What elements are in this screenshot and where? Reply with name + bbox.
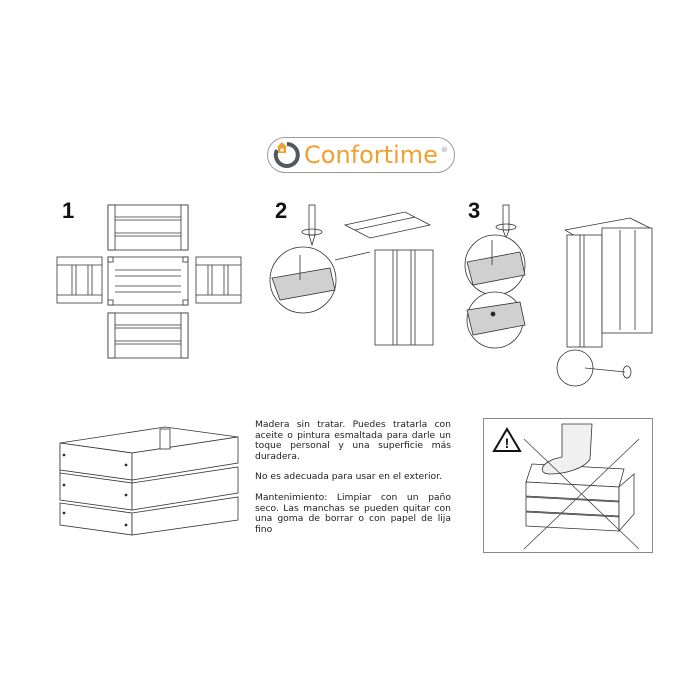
logo-ring-icon bbox=[273, 142, 300, 168]
assembled-crate-illustration bbox=[59, 426, 239, 536]
step-1-number: 1 bbox=[62, 198, 75, 223]
step-2-assembly-diagram bbox=[269, 204, 434, 346]
step-3-assembly-diagram bbox=[464, 204, 653, 387]
registered-mark: ® bbox=[441, 146, 448, 154]
care-instructions: Madera sin tratar. Puedes tratarla con a… bbox=[255, 419, 451, 545]
step-1-panels-diagram bbox=[56, 204, 242, 359]
brand-name: Confortime bbox=[304, 141, 438, 169]
warning-triangle-icon: ! bbox=[492, 427, 522, 452]
info-paragraph-indoor: No es adecuada para usar en el exterior. bbox=[255, 471, 443, 483]
brand-logo: Confortime ® bbox=[267, 137, 455, 173]
info-paragraph-untreated: Madera sin tratar. Puedes tratarla con a… bbox=[255, 419, 451, 462]
svg-text:!: ! bbox=[505, 435, 510, 451]
step-3-number: 3 bbox=[468, 198, 481, 223]
stepping-on-crate-prohibited-illustration bbox=[523, 423, 640, 550]
step-2-number: 2 bbox=[275, 198, 288, 223]
warning-box: ! bbox=[483, 418, 653, 553]
info-paragraph-maintenance: Mantenimiento: Limpiar con un paño seco.… bbox=[255, 491, 451, 535]
